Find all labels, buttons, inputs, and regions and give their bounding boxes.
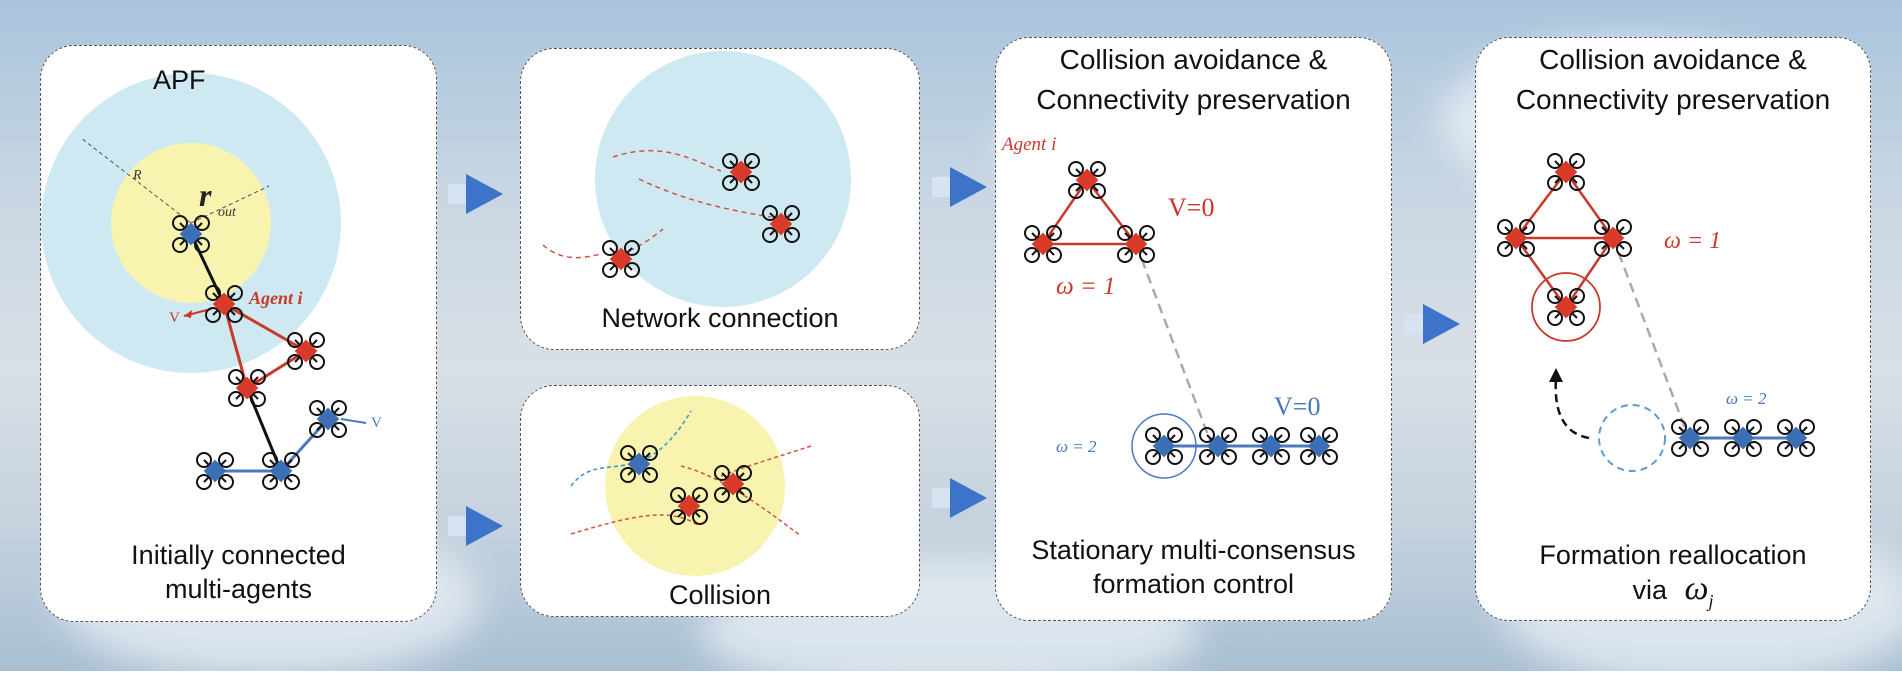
apf-figure: APF R r out Agent i V V xyxy=(41,65,382,490)
reallocation-caption-line2-wrap: via ωj xyxy=(1476,570,1870,612)
omega-symbol-subscript: j xyxy=(1708,591,1714,611)
quadrotor-red xyxy=(1547,153,1585,191)
flow-arrow xyxy=(932,167,987,207)
connection-zone xyxy=(595,51,851,307)
apf-heading: APF xyxy=(153,65,206,95)
apf-caption: Initially connected multi-agents xyxy=(41,538,436,606)
stationary-caption-line1: Stationary multi-consensus xyxy=(1031,535,1356,565)
panel-formation-reallocation: Collision avoidance & Connectivity prese… xyxy=(1475,37,1871,621)
trajectory xyxy=(542,244,602,259)
quadrotor-red xyxy=(287,332,325,370)
velocity-arrow xyxy=(340,418,367,424)
label-R: R xyxy=(132,168,142,183)
label-r-subscript: out xyxy=(218,205,237,220)
omega-top-label: ω = 1 xyxy=(1056,273,1116,300)
edge xyxy=(1564,237,1615,308)
apf-caption-line1: Initially connected xyxy=(131,540,346,570)
flow-arrow xyxy=(932,478,987,518)
velocity-label-right: V xyxy=(371,415,382,431)
panel-stationary-formation: Collision avoidance & Connectivity prese… xyxy=(995,37,1392,621)
trajectory xyxy=(638,178,772,218)
velocity-bottom-label: V=0 xyxy=(1274,392,1320,421)
stationary-title-line1: Collision avoidance & xyxy=(1059,44,1328,75)
flow-arrow xyxy=(1405,304,1460,344)
network-figure xyxy=(542,51,851,307)
quadrotor-red-reallocated xyxy=(1547,288,1585,326)
velocity-top-label: V=0 xyxy=(1168,193,1214,222)
stationary-title: Collision avoidance & Connectivity prese… xyxy=(996,40,1391,120)
collision-figure xyxy=(570,396,812,576)
reallocation-arrowhead xyxy=(1549,368,1563,382)
edge xyxy=(1564,171,1615,239)
reallocation-caption-line2: via xyxy=(1632,575,1667,605)
flow-arrow xyxy=(448,174,503,214)
edge xyxy=(1086,179,1137,245)
trajectory xyxy=(680,465,802,537)
edge xyxy=(189,233,226,305)
trajectory xyxy=(570,410,692,487)
trajectory xyxy=(570,514,700,535)
omega-bottom-label: ω = 2 xyxy=(1056,437,1097,456)
trajectory xyxy=(612,149,722,172)
reallocation-caption: Formation reallocation via ωj xyxy=(1476,538,1870,612)
stationary-caption-line2: formation control xyxy=(1092,569,1295,599)
trajectory xyxy=(720,445,812,477)
stationary-title-line2: Connectivity preservation xyxy=(1036,84,1351,115)
collision-caption: Collision xyxy=(668,580,772,610)
omega-bottom-label: ω = 2 xyxy=(1726,389,1767,408)
flow-arrow xyxy=(448,506,503,546)
edge xyxy=(223,302,307,353)
radius-R-line xyxy=(80,137,192,224)
reallocation-figure: ω = 1 ω = 2 xyxy=(1497,153,1815,472)
agent-i-label: Agent i xyxy=(1000,134,1056,155)
label-r: r xyxy=(199,177,212,213)
reallocation-title-line2: Connectivity preservation xyxy=(1515,84,1831,115)
edge xyxy=(1514,237,1568,308)
omega-symbol: ω xyxy=(1684,570,1709,607)
edge xyxy=(246,349,307,390)
stationary-figure: Agent i V=0 ω = 1 V=0 ω = 2 xyxy=(1000,134,1338,479)
omega-top-label: ω = 1 xyxy=(1664,228,1721,254)
network-caption: Network connection xyxy=(601,303,839,333)
diagram-canvas: APF R r out Agent i V V Initially connec… xyxy=(0,0,1902,671)
stationary-caption: Stationary multi-consensus formation con… xyxy=(996,533,1391,601)
vacated-slot xyxy=(1598,404,1666,472)
safety-circle xyxy=(1531,272,1601,342)
panel-collision: Collision xyxy=(520,385,920,617)
velocity-label-left: V xyxy=(169,310,180,326)
apf-caption-line2: multi-agents xyxy=(164,574,313,604)
quadrotor-red-agent-i xyxy=(1068,161,1106,199)
collision-zone xyxy=(605,396,785,576)
edge xyxy=(1041,179,1089,245)
connectivity-link xyxy=(1611,237,1690,437)
reallocation-arrow xyxy=(1554,377,1590,440)
velocity-arrowhead xyxy=(184,310,192,318)
connectivity-link xyxy=(1134,243,1213,444)
reallocation-caption-line1: Formation reallocation xyxy=(1539,540,1807,570)
panel-apf: APF R r out Agent i V V Initially connec… xyxy=(40,45,437,622)
edge xyxy=(1515,171,1567,239)
panel-network-connection: Network connection xyxy=(520,48,920,350)
reallocation-title-line1: Collision avoidance & xyxy=(1539,44,1807,75)
safety-circle xyxy=(1131,413,1197,479)
quadrotor-red xyxy=(228,369,266,407)
agent-i-label: Agent i xyxy=(248,288,303,308)
reallocation-title: Collision avoidance & Connectivity prese… xyxy=(1476,40,1870,120)
